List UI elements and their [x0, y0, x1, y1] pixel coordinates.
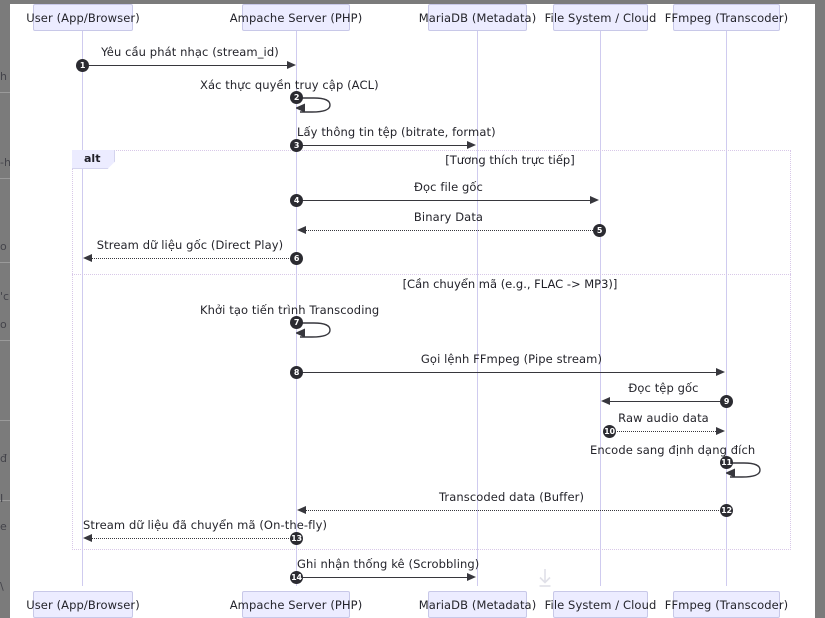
participant-bottom-ffmpeg[interactable]: FFmpeg (Transcoder) — [665, 591, 788, 618]
background-page-right-edge — [815, 0, 825, 618]
message-13-sequence-badge: 13 — [290, 532, 303, 545]
message-7-self-loop — [296, 322, 331, 338]
participant-bottom-fs[interactable]: File System / Cloud — [545, 591, 656, 618]
message-1-sequence-badge: 1 — [76, 59, 89, 72]
alt-condition-1: [Tương thích trực tiếp] — [445, 153, 575, 167]
message-6-arrowhead — [83, 254, 92, 262]
lifeline-db — [477, 31, 478, 586]
message-2-sequence-badge: 2 — [290, 91, 303, 104]
diagram-canvas: alt [Tương thích trực tiếp] [Cần chuyển … — [10, 4, 815, 618]
participant-bottom-user[interactable]: User (App/Browser) — [26, 591, 140, 618]
message-1-label: Yêu cầu phát nhạc (stream_id) — [101, 45, 279, 59]
alt-fragment-label: alt — [72, 150, 116, 169]
message-14-label: Ghi nhận thống kê (Scrobbling) — [297, 557, 480, 571]
alt-fragment-frame — [72, 150, 791, 550]
participant-label: Ampache Server (PHP) — [229, 597, 363, 612]
participant-label: FFmpeg (Transcoder) — [664, 597, 789, 612]
message-3-line — [296, 145, 469, 146]
participant-top-db[interactable]: MariaDB (Metadata) — [419, 4, 536, 31]
message-12-sequence-badge: 12 — [720, 504, 733, 517]
message-8-line — [296, 372, 718, 373]
message-10-arrowhead — [716, 427, 725, 435]
message-5-label: Binary Data — [413, 210, 484, 224]
message-12-arrowhead — [297, 506, 306, 514]
message-13-line — [91, 538, 289, 539]
lifeline-ffmpeg — [726, 31, 727, 586]
message-7-sequence-badge: 7 — [290, 316, 303, 329]
message-8-label: Gọi lệnh FFmpeg (Pipe stream) — [420, 352, 603, 366]
participant-top-server[interactable]: Ampache Server (PHP) — [230, 4, 362, 31]
participant-label: User (App/Browser) — [26, 597, 140, 612]
message-2-label: Xác thực quyền truy cập (ACL) — [200, 78, 379, 92]
participant-label: User (App/Browser) — [26, 10, 140, 25]
message-11-sequence-badge: 11 — [720, 456, 733, 469]
message-8-arrowhead — [716, 368, 725, 376]
message-5-arrowhead — [297, 226, 306, 234]
message-2-self-loop — [296, 97, 331, 113]
message-11-self-loop — [726, 462, 761, 478]
message-14-sequence-badge: 14 — [290, 571, 303, 584]
participant-label: File System / Cloud — [544, 597, 657, 612]
participant-label: MariaDB (Metadata) — [418, 10, 537, 25]
lifeline-fs — [600, 31, 601, 586]
message-9-arrowhead — [601, 397, 610, 405]
message-11-label: Encode sang định dạng đích — [590, 443, 756, 457]
message-9-label: Đọc tệp gốc — [628, 381, 699, 395]
alt-condition-2: [Cần chuyển mã (e.g., FLAC -> MP3)] — [402, 277, 618, 291]
message-4-arrowhead — [590, 196, 599, 204]
message-10-sequence-badge: 10 — [603, 425, 616, 438]
message-10-line — [609, 431, 718, 432]
participant-top-user[interactable]: User (App/Browser) — [26, 4, 140, 31]
message-8-sequence-badge: 8 — [290, 366, 303, 379]
message-3-label: Lấy thông tin tệp (bitrate, format) — [297, 125, 496, 139]
message-10-label: Raw audio data — [618, 411, 709, 425]
message-5-sequence-badge: 5 — [593, 224, 606, 237]
message-13-arrowhead — [83, 534, 92, 542]
message-9-line — [609, 401, 726, 402]
message-12-line — [305, 510, 719, 511]
participant-bottom-db[interactable]: MariaDB (Metadata) — [419, 591, 536, 618]
participant-top-fs[interactable]: File System / Cloud — [545, 4, 656, 31]
participant-label: Ampache Server (PHP) — [229, 10, 363, 25]
participant-label: MariaDB (Metadata) — [418, 597, 537, 612]
participant-label: File System / Cloud — [544, 10, 657, 25]
message-12-label: Transcoded data (Buffer) — [438, 490, 585, 504]
message-6-sequence-badge: 6 — [290, 252, 303, 265]
message-4-line — [296, 200, 592, 201]
background-page-sliver: h -h o 'c o đ I e \ — [0, 0, 10, 618]
lifeline-server — [296, 31, 297, 586]
participant-top-ffmpeg[interactable]: FFmpeg (Transcoder) — [665, 4, 788, 31]
message-3-sequence-badge: 3 — [290, 139, 303, 152]
message-4-label: Đọc file gốc — [414, 180, 483, 194]
message-14-line — [296, 577, 469, 578]
message-7-label: Khởi tạo tiến trình Transcoding — [200, 303, 380, 317]
message-4-sequence-badge: 4 — [290, 194, 303, 207]
message-6-label: Stream dữ liệu gốc (Direct Play) — [96, 238, 284, 252]
message-5-line — [305, 230, 593, 231]
message-1-arrowhead — [287, 61, 296, 69]
participant-label: FFmpeg (Transcoder) — [664, 10, 789, 25]
message-13-label: Stream dữ liệu đã chuyển mã (On-the-fly) — [83, 518, 328, 532]
participant-bottom-server[interactable]: Ampache Server (PHP) — [230, 591, 362, 618]
download-icon[interactable] — [533, 566, 557, 590]
lifeline-user — [82, 31, 83, 586]
message-9-sequence-badge: 9 — [720, 395, 733, 408]
alt-fragment-divider — [72, 274, 791, 275]
message-1-line — [82, 65, 289, 66]
message-3-arrowhead — [467, 141, 476, 149]
message-6-line — [91, 258, 289, 259]
message-14-arrowhead — [467, 573, 476, 581]
